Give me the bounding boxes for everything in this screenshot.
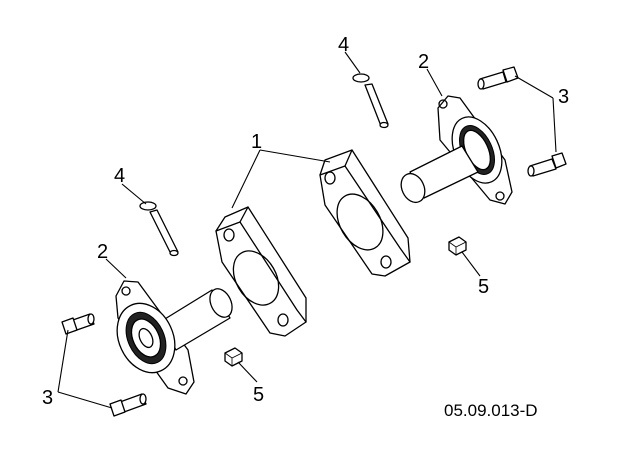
bolt-right-lower: [527, 152, 567, 177]
pin-left: [139, 201, 179, 257]
bolt-left-lower: [109, 393, 147, 417]
bolt-upper-right: [477, 66, 519, 90]
pin-upper: [352, 73, 389, 129]
callout-bolt-left: 3: [42, 387, 53, 409]
callout-nut-right: 5: [478, 276, 489, 298]
callout-pin-upper: 4: [338, 34, 349, 56]
callout-nut-lower: 5: [253, 384, 264, 406]
callout-spacer: 1: [251, 131, 262, 153]
nut-right: [448, 236, 467, 256]
callout-bearing-flange-lower: 2: [97, 241, 108, 263]
spacer-block-left: [215, 206, 307, 337]
bearing-flange-lower: [115, 280, 233, 395]
spacer-block-right: [319, 149, 411, 277]
callout-bearing-flange-upper: 2: [418, 51, 429, 73]
nut-lower: [224, 347, 243, 367]
bearing-flange-upper: [400, 95, 513, 205]
figure-code: 05.09.013-D: [444, 401, 538, 420]
callout-pin-left: 4: [114, 165, 125, 187]
leader-lines: [57, 51, 557, 409]
callout-bolt-right: 3: [558, 86, 569, 108]
bolt-left-upper: [61, 313, 95, 335]
